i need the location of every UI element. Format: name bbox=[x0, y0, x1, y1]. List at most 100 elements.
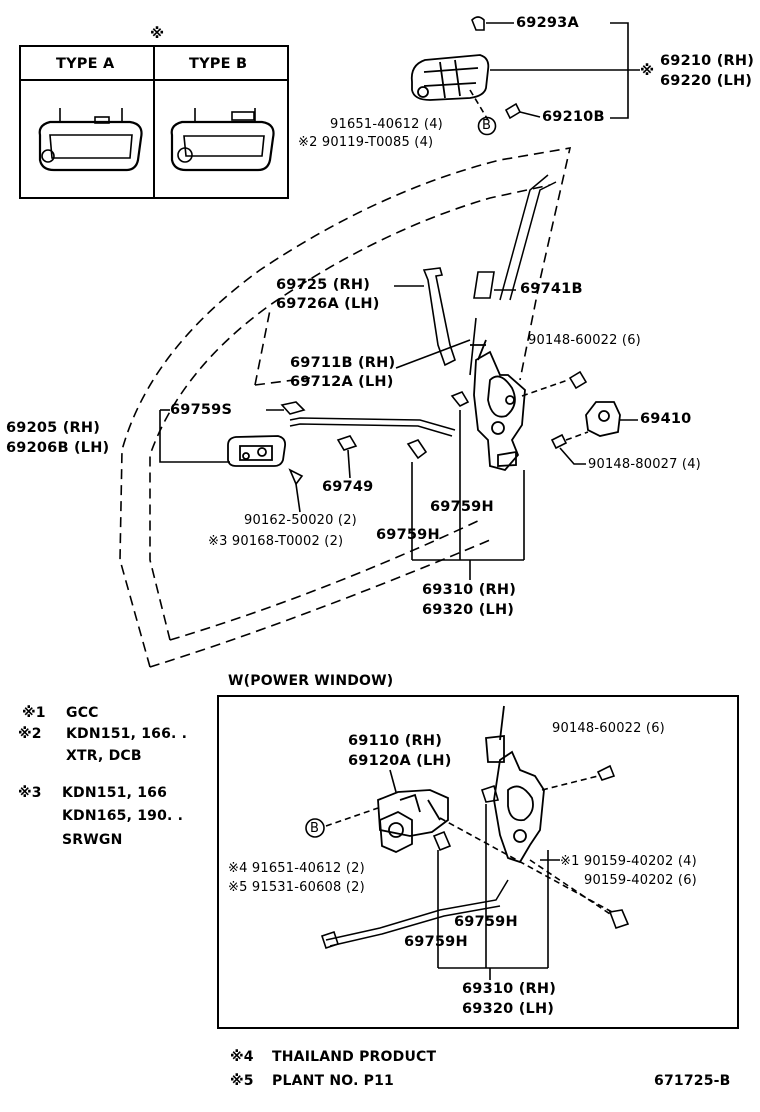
label-pw-91651: ※4 91651-40612 (2) bbox=[228, 861, 365, 876]
leader-90148-80027-dash bbox=[565, 431, 589, 441]
label-69293A: 69293A bbox=[516, 15, 579, 31]
type-table-lines bbox=[19, 45, 289, 199]
control-rod-69741B-icon bbox=[473, 271, 495, 299]
circle-b-pw bbox=[305, 818, 325, 838]
clip-69759H-a-icon bbox=[406, 439, 428, 460]
label-69210: 69210 (RH) bbox=[660, 53, 755, 69]
label-69210B: 69210B bbox=[542, 109, 605, 125]
link-rod-69711B-icon bbox=[289, 417, 456, 437]
label-69320: 69320 (LH) bbox=[422, 602, 515, 618]
control-rod-69725-icon bbox=[422, 267, 456, 367]
screw-90148-top-icon bbox=[568, 370, 588, 390]
screw-90148-80027-icon bbox=[550, 433, 568, 450]
footer-4-text: THAILAND PRODUCT bbox=[272, 1049, 437, 1065]
note-3-text-3: SRWGN bbox=[62, 832, 123, 848]
label-pw-69120A: 69120A (LH) bbox=[348, 753, 452, 769]
note-2-text-1: KDN151, 166. . bbox=[66, 726, 188, 742]
label-90148-top: 90148-60022 (6) bbox=[528, 333, 641, 348]
leader-90148-top bbox=[521, 379, 569, 397]
label-90162: 90162-50020 (2) bbox=[244, 513, 357, 528]
window-channel-inner bbox=[509, 181, 557, 301]
marker-69210: ※ bbox=[640, 63, 655, 79]
rod-to-lock-icon bbox=[469, 317, 477, 376]
leader-pw-90148 bbox=[541, 775, 599, 791]
note-3-text-2: KDN165, 190. . bbox=[62, 808, 184, 824]
bracket-69205 bbox=[159, 410, 230, 463]
illustration-code: 671725-B bbox=[654, 1073, 731, 1089]
lock-assembly-pw-icon bbox=[485, 705, 545, 864]
label-69741B: 69741B bbox=[520, 281, 583, 297]
footer-5-mark: ※5 bbox=[230, 1073, 254, 1089]
circle-b-top-text: B bbox=[482, 118, 492, 133]
footer-4-mark: ※4 bbox=[230, 1049, 254, 1065]
clip-pw-69759H-a-icon bbox=[480, 784, 500, 803]
label-69206B: 69206B (LH) bbox=[6, 440, 110, 456]
label-91651-top: 91651-40612 (4) bbox=[330, 117, 443, 132]
clip-69749-icon bbox=[336, 435, 358, 451]
label-90148-80027: 90148-80027 (4) bbox=[588, 457, 701, 472]
circle-b-pw-text: B bbox=[310, 821, 320, 836]
window-channel bbox=[499, 174, 549, 301]
clip-pw-69759H-b-icon bbox=[432, 830, 452, 852]
note-2-text-2: XTR, DCB bbox=[66, 748, 142, 764]
footer-5-text: PLANT NO. P11 bbox=[272, 1073, 395, 1089]
label-69759H-b: 69759H bbox=[376, 527, 440, 543]
label-69310: 69310 (RH) bbox=[422, 582, 517, 598]
leader-69749 bbox=[347, 449, 351, 479]
label-69220: 69220 (LH) bbox=[660, 73, 753, 89]
note-1-mark: ※1 bbox=[22, 705, 46, 721]
note-1-text: GCC bbox=[66, 705, 99, 721]
pw-leader-bracket bbox=[437, 804, 549, 969]
label-pw-90159-b: 90159-40202 (6) bbox=[584, 873, 697, 888]
leader-90162 bbox=[295, 483, 301, 513]
screw-pw-90148-icon bbox=[596, 764, 616, 781]
circle-b-top bbox=[477, 116, 497, 136]
power-window-title: W(POWER WINDOW) bbox=[228, 673, 394, 689]
pw-link-rod-icon bbox=[325, 879, 509, 947]
label-69725: 69725 (RH) bbox=[276, 277, 371, 293]
leader-circle-b bbox=[325, 807, 379, 827]
leader-pw-motor-dash bbox=[439, 817, 613, 913]
label-pw-69110: 69110 (RH) bbox=[348, 733, 443, 749]
clip-69759H-b-icon bbox=[450, 391, 470, 408]
outside-handle-type-a-icon bbox=[38, 108, 143, 172]
screw-69210B-icon bbox=[504, 102, 522, 120]
label-90168: ※3 90168-T0002 (2) bbox=[208, 534, 344, 549]
door-lock-motor-69110-icon bbox=[377, 789, 449, 853]
leader-69110 bbox=[389, 769, 397, 793]
screw-pw-90159-icon bbox=[608, 909, 630, 930]
clip-69759S-icon bbox=[280, 401, 306, 415]
inside-handle-assembly-icon bbox=[410, 54, 490, 101]
label-69712A: 69712A (LH) bbox=[290, 374, 394, 390]
label-pw-90159-a: ※1 90159-40202 (4) bbox=[560, 854, 697, 869]
label-pw-90148: 90148-60022 (6) bbox=[552, 721, 665, 736]
outside-handle-type-b-icon bbox=[170, 108, 275, 172]
label-69726A: 69726A (LH) bbox=[276, 296, 380, 312]
striker-69410-icon bbox=[585, 401, 621, 437]
label-69759S: 69759S bbox=[170, 402, 233, 418]
power-window-box bbox=[217, 695, 739, 1029]
lock-assembly-69310-icon bbox=[470, 339, 526, 472]
leader-69711B bbox=[395, 339, 471, 369]
clip-69293A-icon bbox=[471, 16, 485, 31]
note-3-mark: ※3 bbox=[18, 785, 42, 801]
label-69410: 69410 bbox=[640, 411, 692, 427]
note-3-text-1: KDN151, 166 bbox=[62, 785, 168, 801]
note-2-mark: ※2 bbox=[18, 726, 42, 742]
type-a-label: TYPE A bbox=[56, 56, 115, 72]
leader-pw-90159 bbox=[529, 859, 611, 915]
label-pw-69310: 69310 (RH) bbox=[462, 981, 557, 997]
type-b-label: TYPE B bbox=[189, 56, 248, 72]
label-pw-69759H-a: 69759H bbox=[454, 914, 518, 930]
screw-90162-icon bbox=[288, 468, 304, 486]
label-pw-91531: ※5 91531-60608 (2) bbox=[228, 880, 365, 895]
label-69205: 69205 (RH) bbox=[6, 420, 101, 436]
label-90119: ※2 90119-T0085 (4) bbox=[298, 135, 434, 150]
leader-90148-80027 bbox=[559, 447, 586, 465]
leader-69759H-bracket bbox=[411, 410, 525, 561]
pw-rod-end-icon bbox=[320, 930, 340, 950]
label-pw-69320: 69320 (LH) bbox=[462, 1001, 555, 1017]
outside-handle-69205-icon bbox=[227, 435, 287, 467]
label-pw-69759H-b: 69759H bbox=[404, 934, 468, 950]
